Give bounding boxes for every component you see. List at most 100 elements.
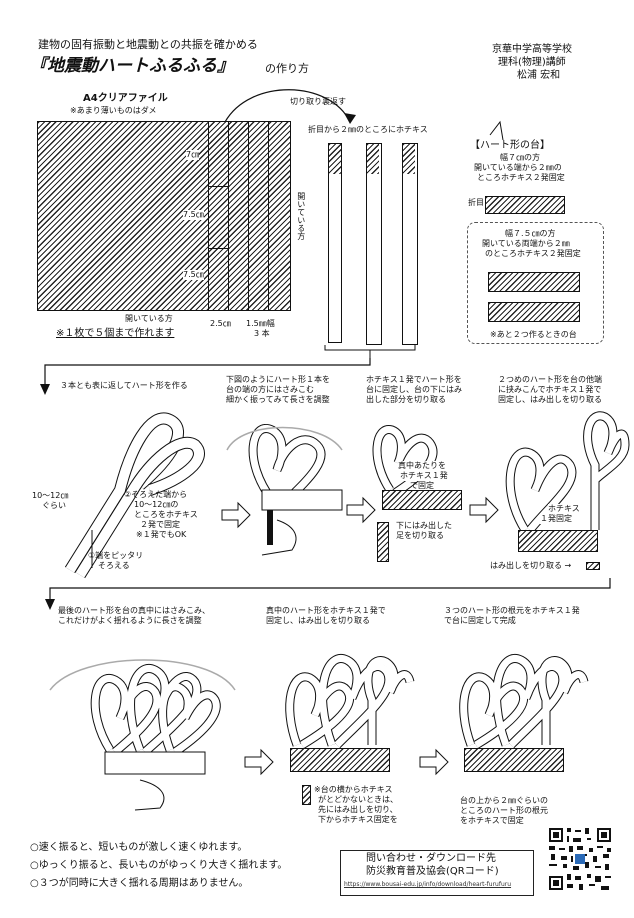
length-label-1: 10～12㎝ [32, 491, 69, 500]
cut-line-4 [268, 121, 269, 311]
strip-3 [402, 143, 418, 345]
heart-strip-bundle-illustration [64, 412, 205, 579]
cut-line-2 [228, 121, 229, 311]
side-staple-note-line1: ※台の横からホチキス [314, 785, 393, 794]
side-staple-note-line4: 下からホチキス固定を [318, 815, 398, 824]
two-hearts-illustration [505, 411, 630, 533]
open-side-vertical: 開いている方 [296, 192, 306, 240]
base-step4 [518, 530, 598, 552]
summary-line-3: ○３つが同時に大きく揺れる周期はありません。 [30, 878, 249, 889]
dim-7cm: 7㎝ [186, 150, 200, 160]
side-staple-note-line2: がとどかないときは、 [318, 795, 398, 804]
under-note-line1: 下にはみ出した [396, 521, 452, 530]
dim-7-5cm-a: 7.5㎝ [183, 210, 204, 220]
base-1-note-line1: 幅７㎝の方 [500, 153, 540, 162]
base-2-note-line3: のところホチキス２発固定 [485, 249, 581, 258]
note-2-line3: ところをホチキス [134, 510, 198, 519]
contact-box [340, 850, 534, 896]
base-title: 【ハート形の台】 [470, 140, 550, 151]
file-label: A4クリアファイル [83, 93, 168, 104]
five-per-sheet-note: ※１枚で５個まで作れます [56, 328, 175, 339]
base-2-extra-note: ※あと２つ作るときの台 [490, 330, 577, 339]
row3-caption-2-line2: 固定し、はみ出しを切り取る [266, 616, 370, 625]
author-role: 理科(物理)講師 [498, 57, 566, 68]
file-note: ※あまり薄いものはダメ [70, 106, 157, 115]
staple-note-line2: １発固定 [540, 514, 572, 524]
contact-title: 問い合わせ・ダウンロード先 [366, 853, 496, 864]
row2-caption-1: ３本とも表に返してハート形を作る [60, 381, 188, 390]
base-1-note-line2: 開いている端から２㎜の [474, 163, 562, 172]
title-suffix: の作り方 [265, 62, 309, 75]
length-label-2: ぐらい [42, 501, 66, 510]
heart-adjust-illustration [226, 424, 343, 556]
note-2-line4: ２発で固定 [140, 520, 180, 529]
note-2-line1: ②そろえた端から [124, 490, 188, 499]
page-title: 『地震動ハートふるふる』 [30, 56, 234, 76]
base-2-note-line1: 幅７.５㎝の方 [505, 229, 556, 238]
root-note-line2: ところのハート形の根元 [460, 806, 548, 815]
cut-fold-label: 切り取り裏返す [290, 97, 346, 106]
open-side-bottom: 開いている方 [125, 314, 173, 323]
row2-caption-2-line3: 細かく振ってみて長さを調整 [226, 395, 330, 404]
summary-line-1: ○速く振ると、短いものが激しく速くゆれます。 [30, 842, 248, 853]
row3-caption-1-line2: これだけがよく揺れるように長さを調整 [58, 616, 202, 625]
contact-org: 防災教育普及協会(QRコード) [366, 866, 499, 877]
note-1-line1: ①端をピッタリ [88, 551, 144, 560]
author-name: 松浦 宏和 [517, 70, 561, 81]
center-note-line3: で固定 [410, 481, 434, 490]
row2-caption-4-line3: 固定し、はみ出しを切り取る [498, 395, 602, 404]
fold-label: 折目 [468, 198, 484, 207]
base-7-5cm-a [488, 272, 580, 292]
base-7cm [485, 196, 565, 214]
note-1-line2: そろえる [98, 561, 130, 570]
center-note-line2: ホチキス１発 [400, 471, 448, 481]
trim-label: はみ出しを切り取る → [490, 561, 572, 570]
three-hearts-center-illustration [285, 654, 415, 749]
under-note-line2: 足を切り取る [396, 531, 444, 540]
staple-position-note: 折目から２㎜のところにホチキス [308, 125, 428, 134]
center-note-line1: 真中あたりを [398, 461, 446, 471]
row2-caption-3-line3: 出した部分を切り取る [366, 395, 446, 404]
row3-caption-3-line2: で台に固定して完成 [444, 616, 516, 625]
staple-note-line1: ホチキス [548, 504, 580, 514]
dim-2-5cm: 2.5㎝ [210, 319, 231, 328]
summary-line-2: ○ゆっくり振ると、長いものがゆっくり大きく揺れます。 [30, 860, 288, 871]
dim-7-5cm-b: 7.5㎝ [183, 270, 204, 280]
row2-caption-2-line1: 下図のようにハート形１本を [226, 375, 330, 384]
qr-code-icon[interactable] [547, 826, 613, 892]
note-2-line2: 10～12㎝の [134, 500, 179, 509]
school-name: 京華中学高等学校 [492, 44, 572, 55]
contact-url[interactable]: https://www.bousai-edu.jp/info/download/… [344, 881, 512, 888]
base-row3-center [290, 748, 390, 772]
base-1-note-line3: ところホチキス２発固定 [477, 173, 565, 182]
row2-caption-3-line1: ホチキス１発でハート形を [366, 375, 462, 384]
note-2-line5: ※１発でもOK [136, 530, 187, 539]
row2-caption-2-line2: 台の端の方にはさみこむ [226, 385, 314, 394]
base-7-5cm-b [488, 302, 580, 322]
row2-caption-4-line2: に挟みこんでホチキス１発で [498, 385, 602, 394]
finished-hearts-illustration [459, 654, 589, 749]
trimmed-leg [377, 522, 389, 562]
strip-1 [328, 143, 342, 343]
side-staple-note-line3: 先にはみ出しを切り、 [318, 805, 398, 814]
row3-caption-2-line1: 真中のハート形をホチキス１発で [266, 606, 386, 615]
root-note-line1: 台の上から２㎜ぐらいの [460, 796, 548, 805]
base-7-5cm-box [467, 222, 604, 344]
dim-1-5mm: 1.5㎜幅 [246, 319, 275, 328]
cut-line-3 [248, 121, 249, 311]
subtitle: 建物の固有振動と地震動との共振を確かめる [38, 38, 258, 51]
strip-count: 3 本 [254, 329, 270, 338]
three-hearts-adjust-illustration [49, 659, 236, 811]
row2-caption-3-line2: 台に固定し、台の下にはみ [366, 385, 462, 394]
row3-caption-3-line1: ３つのハート形の根元をホチキス１発 [444, 606, 580, 615]
base-finished [464, 748, 564, 772]
base-2-note-line2: 開いている両端から２㎜ [482, 239, 570, 248]
cut-line-1 [208, 121, 209, 311]
row2-caption-4-line1: ２つめのハート形を台の他端 [498, 375, 602, 384]
base-step3 [382, 490, 462, 510]
root-note-line3: をホチキスで固定 [460, 816, 524, 825]
row3-caption-1-line1: 最後のハート形を台の真中にはさみこみ、 [58, 606, 210, 615]
strip-2 [366, 143, 382, 345]
trim-piece [586, 562, 600, 570]
